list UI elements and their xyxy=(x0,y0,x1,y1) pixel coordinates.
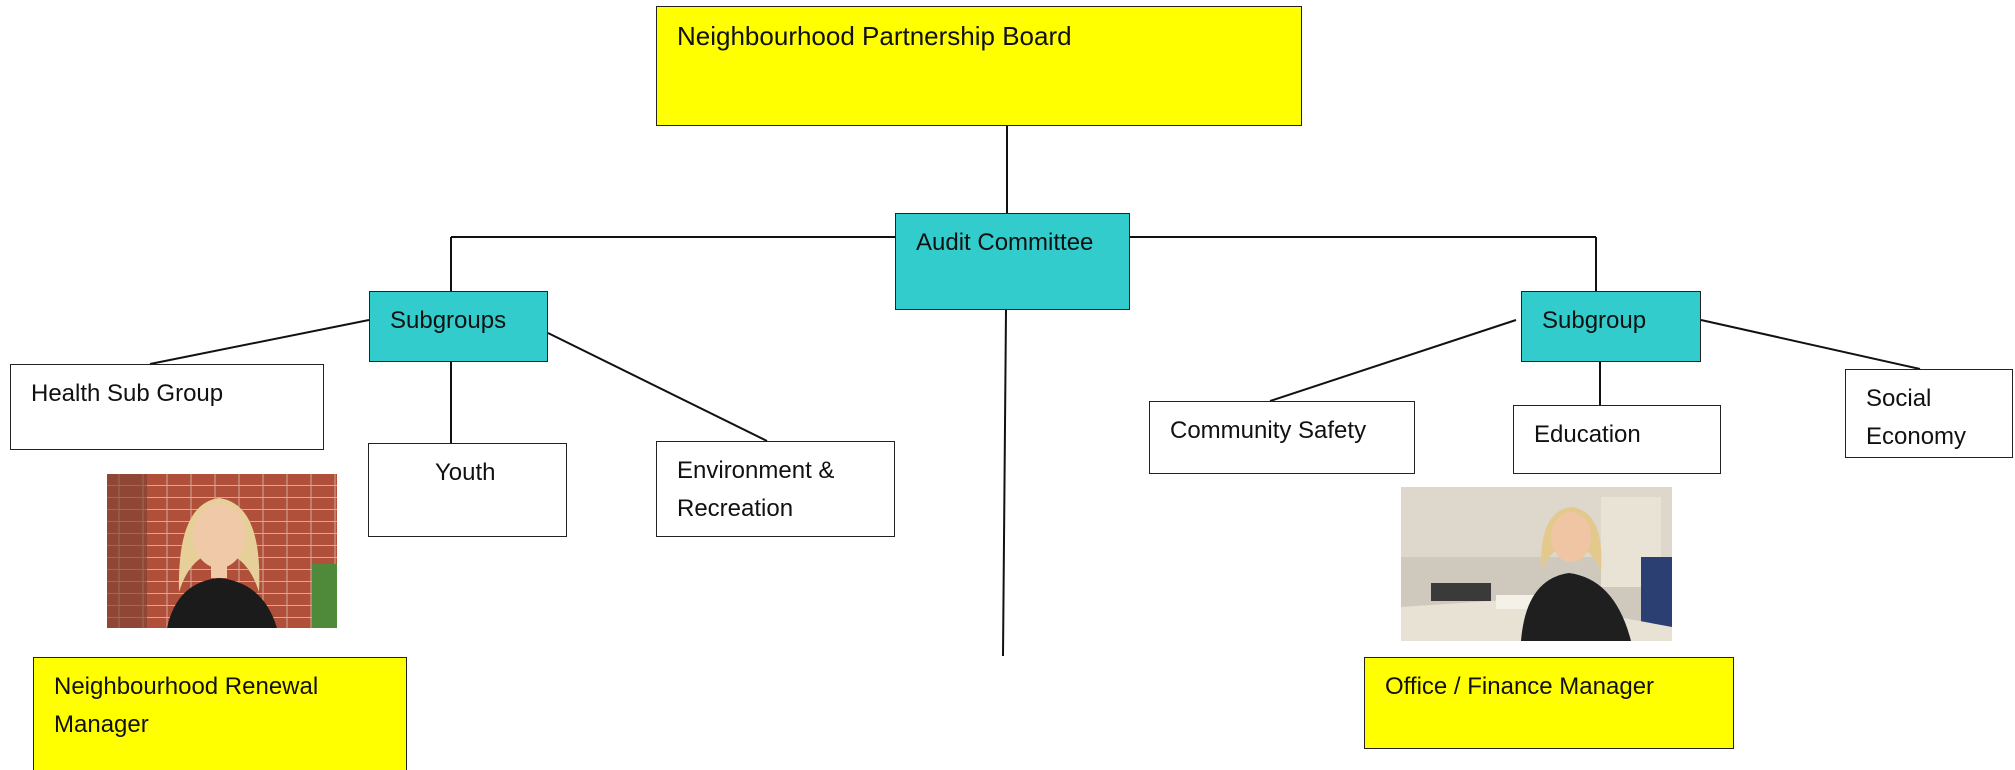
social-economy-box: Social Economy xyxy=(1845,369,2013,458)
board-title: Neighbourhood Partnership Board xyxy=(677,21,1072,51)
education-label: Education xyxy=(1534,421,1641,448)
audit-committee-title: Audit Committee xyxy=(916,229,1094,256)
right-subgroup-label: Subgroup xyxy=(1542,307,1647,334)
left-subgroups-box: Subgroups xyxy=(369,291,548,362)
environment-recreation-label: Environment & Recreation xyxy=(677,457,835,522)
left-subgroups-label: Subgroups xyxy=(390,307,507,334)
right-subgroup-box: Subgroup xyxy=(1521,291,1701,362)
board-box: Neighbourhood Partnership Board xyxy=(656,6,1302,126)
audit-committee-box: Audit Committee xyxy=(895,213,1130,310)
social-economy-label: Social Economy xyxy=(1866,385,1967,450)
education-box: Education xyxy=(1513,405,1721,474)
youth-label: Youth xyxy=(435,459,496,486)
health-subgroup-box: Health Sub Group xyxy=(10,364,324,450)
health-subgroup-label: Health Sub Group xyxy=(31,380,224,407)
finance-manager-label: Office / Finance Manager xyxy=(1385,673,1655,700)
environment-recreation-box: Environment & Recreation xyxy=(656,441,895,537)
renewal-manager-box: Neighbourhood Renewal Manager xyxy=(33,657,407,770)
finance-manager-box: Office / Finance Manager xyxy=(1364,657,1734,749)
renewal-manager-label: Neighbourhood Renewal Manager xyxy=(54,673,319,738)
youth-box: Youth xyxy=(368,443,567,537)
community-safety-box: Community Safety xyxy=(1149,401,1415,474)
finance-manager-photo xyxy=(1401,487,1672,641)
community-safety-label: Community Safety xyxy=(1170,417,1367,444)
renewal-manager-photo xyxy=(107,474,337,628)
